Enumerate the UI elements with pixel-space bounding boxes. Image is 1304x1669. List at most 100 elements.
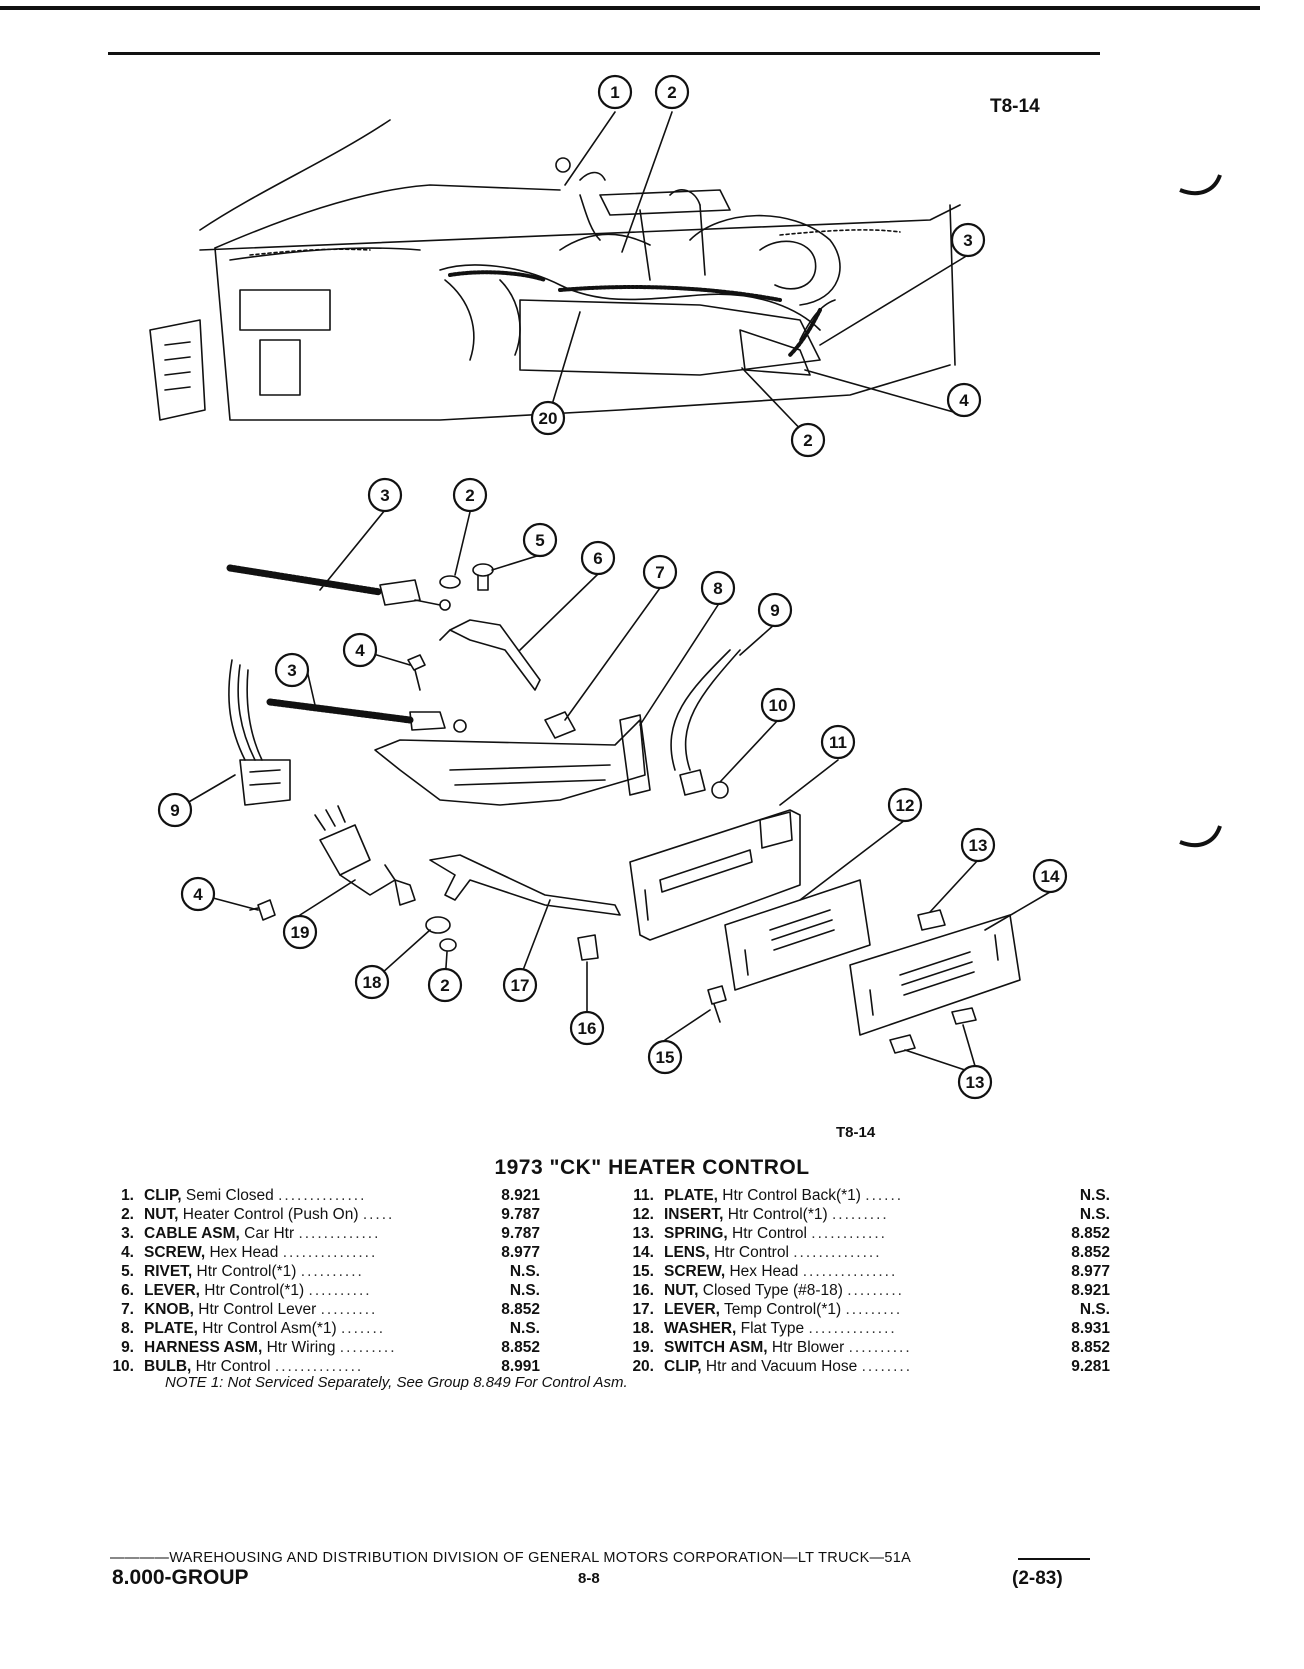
part-number: 5. xyxy=(121,1263,134,1280)
part-number: 17. xyxy=(632,1301,654,1318)
callout-11: 11 xyxy=(820,724,856,760)
part-number: 12. xyxy=(632,1206,654,1223)
parts-list-row: 20.CLIP, Htr and Vacuum Hose ........9.2… xyxy=(620,1357,1110,1376)
svg-text:8: 8 xyxy=(713,579,722,598)
callout-17: 17 xyxy=(502,967,538,1003)
part-description: LENS, Htr Control .............. xyxy=(664,1244,882,1261)
svg-text:2: 2 xyxy=(803,431,812,450)
callout-7: 7 xyxy=(642,554,678,590)
callout-9: 9 xyxy=(757,592,793,628)
part-number: 1. xyxy=(121,1187,134,1204)
part-description: BULB, Htr Control .............. xyxy=(144,1358,364,1375)
part-description: LEVER, Temp Control(*1) ......... xyxy=(664,1301,903,1318)
part-number: 14. xyxy=(632,1244,654,1261)
exploded-view-illustration: 1234220325678934101191213144191821716151… xyxy=(149,74,1222,1100)
svg-text:19: 19 xyxy=(291,923,310,942)
part-description: CABLE ASM, Car Htr ............. xyxy=(144,1225,381,1242)
page-title: 1973 "CK" HEATER CONTROL xyxy=(494,1156,810,1179)
footnote: NOTE 1: Not Serviced Separately, See Gro… xyxy=(165,1374,628,1391)
svg-text:4: 4 xyxy=(355,641,365,660)
parts-list-row: 11. PLATE, Htr Control Back(*1) ...... N.S… xyxy=(620,1186,1110,1205)
callout-12: 12 xyxy=(887,787,923,823)
svg-text:2: 2 xyxy=(667,83,676,102)
svg-text:5: 5 xyxy=(535,531,544,550)
svg-text:7: 7 xyxy=(655,563,664,582)
part-description: NUT, Closed Type (#8-18) ......... xyxy=(664,1282,904,1299)
part-number: 2. xyxy=(121,1206,134,1223)
part-group-number: 9.787 xyxy=(501,1206,540,1223)
part-description: NUT, Heater Control (Push On) ..... xyxy=(144,1206,395,1223)
parts-list-row: 19. SWITCH ASM, Htr Blower .......... 8.85… xyxy=(620,1338,1110,1357)
part-number: 19. xyxy=(632,1339,654,1356)
part-group-number: 8.852 xyxy=(1071,1339,1110,1356)
svg-text:18: 18 xyxy=(363,973,382,992)
footer-group-label: 8.000-GROUP xyxy=(112,1566,249,1589)
part-group-number: 8.852 xyxy=(1071,1244,1110,1261)
part-group-number: 8.977 xyxy=(1071,1263,1110,1280)
parts-list-row: 14. LENS, Htr Control .............. 8.852 xyxy=(620,1243,1110,1262)
part-number: 3. xyxy=(121,1225,134,1242)
callout-4: 4 xyxy=(946,382,982,418)
part-description: PLATE, Htr Control Back(*1) ...... xyxy=(664,1187,904,1204)
callout-15: 15 xyxy=(647,1039,683,1075)
top-border-rule xyxy=(0,6,1260,10)
parts-list-row: 6.LEVER, Htr Control(*1) ..........N.S. xyxy=(100,1281,580,1300)
part-group-number: 8.852 xyxy=(501,1339,540,1356)
svg-text:16: 16 xyxy=(578,1019,597,1038)
part-group-number: N.S. xyxy=(1079,1206,1110,1223)
svg-text:13: 13 xyxy=(969,836,988,855)
part-group-number: 8.852 xyxy=(501,1301,540,1318)
svg-text:4: 4 xyxy=(193,885,203,904)
parts-list-row: 4.SCREW, Hex Head ...............8.977 xyxy=(100,1243,580,1262)
part-number: 11. xyxy=(633,1187,654,1204)
part-group-number: N.S. xyxy=(509,1320,540,1337)
callout-13: 13 xyxy=(960,827,996,863)
part-description: LEVER, Htr Control(*1) .......... xyxy=(144,1282,372,1299)
part-number: 4. xyxy=(121,1244,134,1261)
part-description: HARNESS ASM, Htr Wiring ......... xyxy=(144,1339,397,1356)
part-group-number: N.S. xyxy=(509,1263,540,1280)
parts-list-row: 3.CABLE ASM, Car Htr .............9.787 xyxy=(100,1224,580,1243)
svg-text:15: 15 xyxy=(656,1048,675,1067)
part-group-number: 8.931 xyxy=(1071,1320,1110,1337)
binder-marks xyxy=(1179,174,1222,848)
part-number: 18. xyxy=(632,1320,654,1337)
parts-list-row: 16.NUT, Closed Type (#8-18) .........8.9… xyxy=(620,1281,1110,1300)
part-description: SWITCH ASM, Htr Blower .......... xyxy=(664,1339,912,1356)
svg-text:1: 1 xyxy=(610,83,619,102)
svg-text:20: 20 xyxy=(539,409,558,428)
svg-text:3: 3 xyxy=(287,661,296,680)
footer-publisher-line: ————WAREHOUSING AND DISTRIBUTION DIVISIO… xyxy=(110,1550,912,1566)
callout-19: 19 xyxy=(282,914,318,950)
part-number: 15. xyxy=(632,1263,654,1280)
parts-list-row: 1.CLIP, Semi Closed ..............8.921 xyxy=(100,1186,580,1205)
header-rule xyxy=(108,52,1100,55)
part-number: 13. xyxy=(632,1225,654,1242)
svg-text:3: 3 xyxy=(380,486,389,505)
footer-page-number: 8-8 xyxy=(578,1570,600,1587)
callout-2: 2 xyxy=(790,422,826,458)
part-number: 20. xyxy=(632,1358,654,1375)
svg-text:10: 10 xyxy=(769,696,788,715)
part-number: 10. xyxy=(112,1358,134,1375)
parts-list-row: 10.BULB, Htr Control ..............8.991 xyxy=(100,1357,580,1376)
svg-text:17: 17 xyxy=(511,976,530,995)
svg-text:4: 4 xyxy=(959,391,969,410)
part-description: CLIP, Semi Closed .............. xyxy=(144,1187,367,1204)
part-number: 16. xyxy=(632,1282,654,1299)
callout-4: 4 xyxy=(180,876,216,912)
svg-text:12: 12 xyxy=(896,796,915,815)
part-group-number: N.S. xyxy=(1079,1301,1110,1318)
parts-list-row: 13.SPRING, Htr Control ............8.852 xyxy=(620,1224,1110,1243)
part-number: 6. xyxy=(121,1282,134,1299)
part-description: SCREW, Hex Head ............... xyxy=(664,1263,898,1280)
parts-list-right-column: 11. PLATE, Htr Control Back(*1) ...... N.S… xyxy=(620,1186,1110,1376)
callout-2: 2 xyxy=(654,74,690,110)
svg-text:6: 6 xyxy=(593,549,602,568)
parts-list-row: 8.PLATE, Htr Control Asm(*1) .......N.S. xyxy=(100,1319,580,1338)
callout-3: 3 xyxy=(950,222,986,258)
svg-text:2: 2 xyxy=(440,976,449,995)
callout-4: 4 xyxy=(342,632,378,668)
part-group-number: N.S. xyxy=(1079,1187,1110,1204)
